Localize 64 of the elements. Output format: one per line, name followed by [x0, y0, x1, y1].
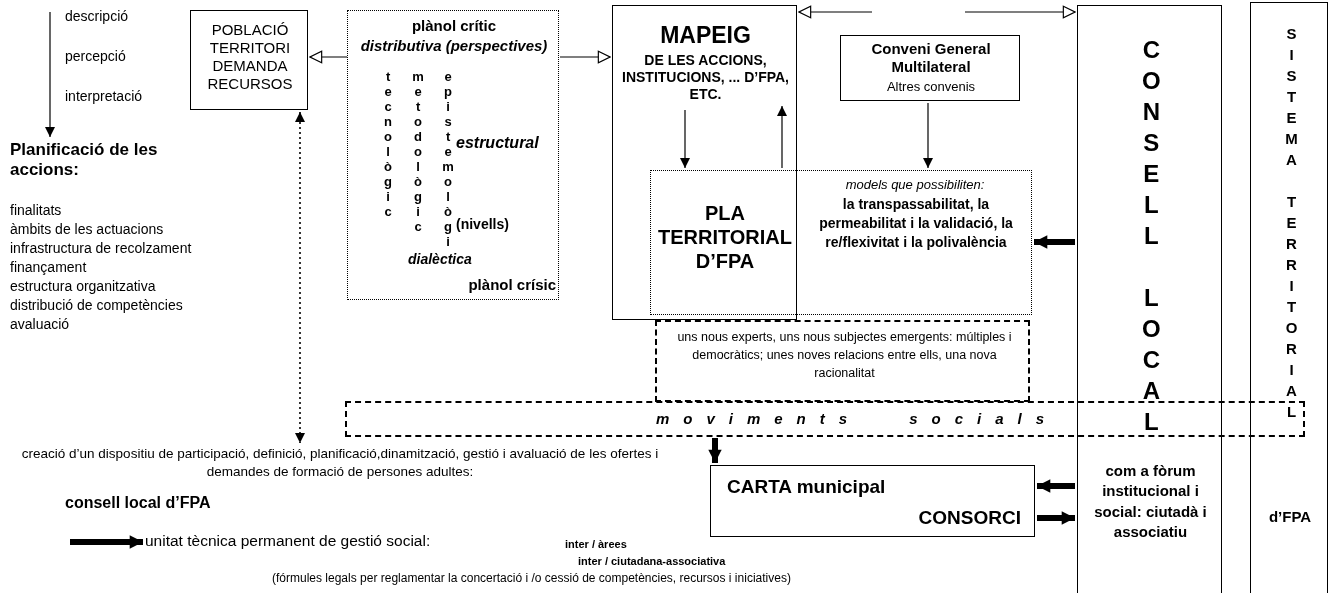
note-text: consell local d’FPA [65, 494, 211, 512]
arrow [45, 11, 55, 138]
vertical-title: SISTEMA TERRITORIAL [1282, 25, 1300, 424]
body-text: la transpassabilitat, la permeabilitat i la validació, la re/flexivitat i la polivalència [818, 195, 1014, 252]
list-item: avaluació [10, 316, 70, 333]
column-box [1077, 5, 1222, 593]
arrow [309, 50, 348, 64]
list-item: infrastructura de recolzament [10, 240, 192, 257]
dotted-frame [650, 170, 1032, 315]
arrow [559, 50, 611, 64]
box-text: d’FPA [1267, 508, 1313, 526]
vertical-word: epistemològi [440, 69, 456, 249]
arrow [708, 438, 722, 463]
box-text: Altres convenis [885, 79, 977, 95]
list-item: distribució de competències [10, 297, 183, 314]
arrow [798, 5, 873, 19]
axis-text: dialèctica [408, 251, 472, 268]
heading-text: CONSORCI [917, 507, 1021, 530]
dashed-frame [655, 320, 1030, 402]
body-text: creació d’un dispositiu de participació, definició, planificació,dinamització, gestió i avaluació de les ofertes i demandes de formació de persones adultes: [10, 445, 670, 481]
double-arrow [295, 111, 305, 444]
step-text: percepció [65, 48, 126, 64]
box-text: com a fòrum institucional i social: ciutadà i associatiu [1093, 461, 1208, 542]
arrow [1037, 511, 1075, 525]
list-item: estructura organitzativa [10, 278, 156, 295]
heading-text: MAPEIG [659, 22, 752, 50]
arrow [964, 5, 1076, 19]
process-box [612, 5, 797, 320]
arrow [680, 109, 690, 169]
arrow [1034, 235, 1075, 249]
step-text: interpretació [65, 88, 143, 104]
list-item: finançament [10, 259, 87, 276]
arrow [1037, 479, 1075, 493]
heading-text: Planificació de les accions: [10, 140, 159, 181]
list-item: àmbits de les actuacions [10, 221, 164, 238]
process-box [190, 10, 308, 110]
intro-text: models que possibiliten: [844, 177, 986, 193]
axis-text: (nivells) [456, 216, 509, 232]
vertical-word: metodològic [410, 69, 426, 234]
vertical-word: tecnològic [380, 69, 396, 219]
list-item: finalitats [10, 202, 62, 219]
process-box [710, 465, 1035, 537]
axis-text: estructural [456, 134, 539, 151]
heading-text: PLA TERRITORIAL D’FPA [656, 201, 794, 273]
vertical-title: CONSELL LOCAL [1136, 36, 1165, 439]
step-text: descripció [65, 8, 129, 24]
heading-text: Conveni General Multilateral [870, 40, 992, 76]
axis-text: plànol crísic [467, 276, 556, 294]
note-text: (fórmules legals per reglamentar la concertació i /o cessió de competències, recursos i iniciatives) [272, 571, 791, 585]
box-text: DE LES ACCIONS, INSTITUCIONS, ... D’FPA, ETC. [621, 52, 790, 103]
subheading-text: distributiva (perspectives) [359, 37, 549, 55]
box-text: POBLACIÓ TERRITORI DEMANDA RECURSOS [206, 21, 294, 93]
column-box [1250, 2, 1328, 593]
process-box [840, 35, 1020, 101]
arrow [70, 535, 143, 549]
arrow [923, 102, 933, 169]
dotted-frame [347, 10, 559, 300]
body-text: unitat tècnica permanent de gestió social: [145, 531, 435, 553]
note-text: inter / ciutadana-associativa [578, 555, 726, 567]
heading-text: CARTA municipal [727, 476, 886, 499]
body-text: uns nous experts, uns nous subjectes emergents: múltiples i democràtics; unes noves relacions entre ells, una nova racionalitat [676, 329, 1013, 383]
arrow [777, 105, 787, 169]
note-text: inter / àrees [565, 538, 627, 550]
heading-text: plànol crític [410, 17, 498, 35]
